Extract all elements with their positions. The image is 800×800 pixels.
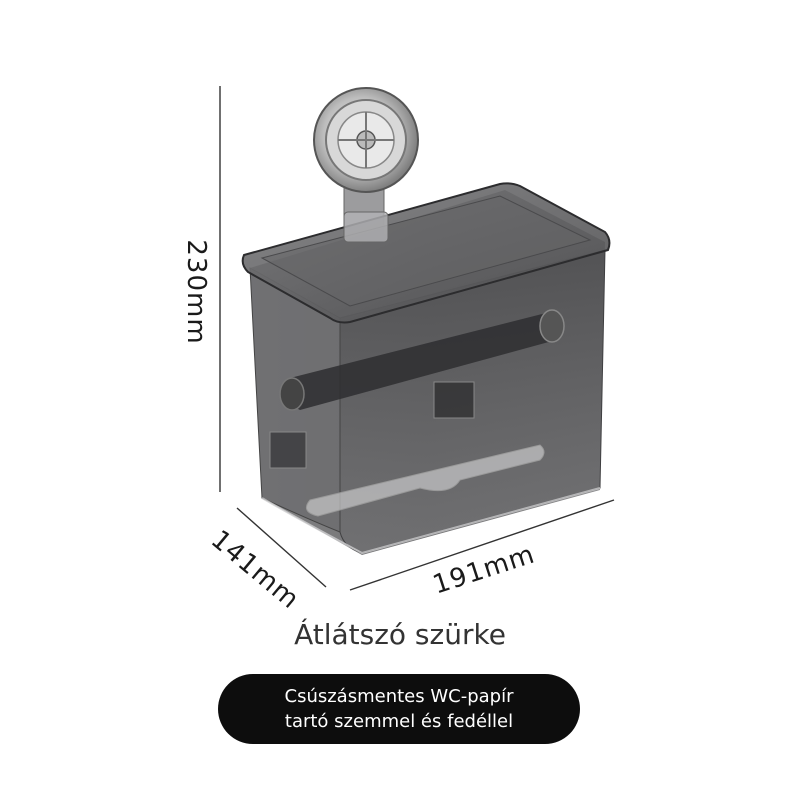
product-caption-line-1: Csúszásmentes WC-papír: [284, 686, 514, 707]
product-caption-badge: Csúszásmentes WC-papír tartó szemmel és …: [218, 674, 580, 744]
height-dimension-label: 230mm: [181, 239, 211, 345]
product-caption-line-2: tartó szemmel és fedéllel: [284, 711, 514, 732]
bottom-slot: [305, 444, 545, 517]
color-variant-label: Átlátszó szürke: [294, 618, 506, 651]
roll-bar: [286, 312, 560, 410]
depth-dimension-line: [236, 507, 327, 588]
width-dimension-line: [349, 499, 615, 591]
